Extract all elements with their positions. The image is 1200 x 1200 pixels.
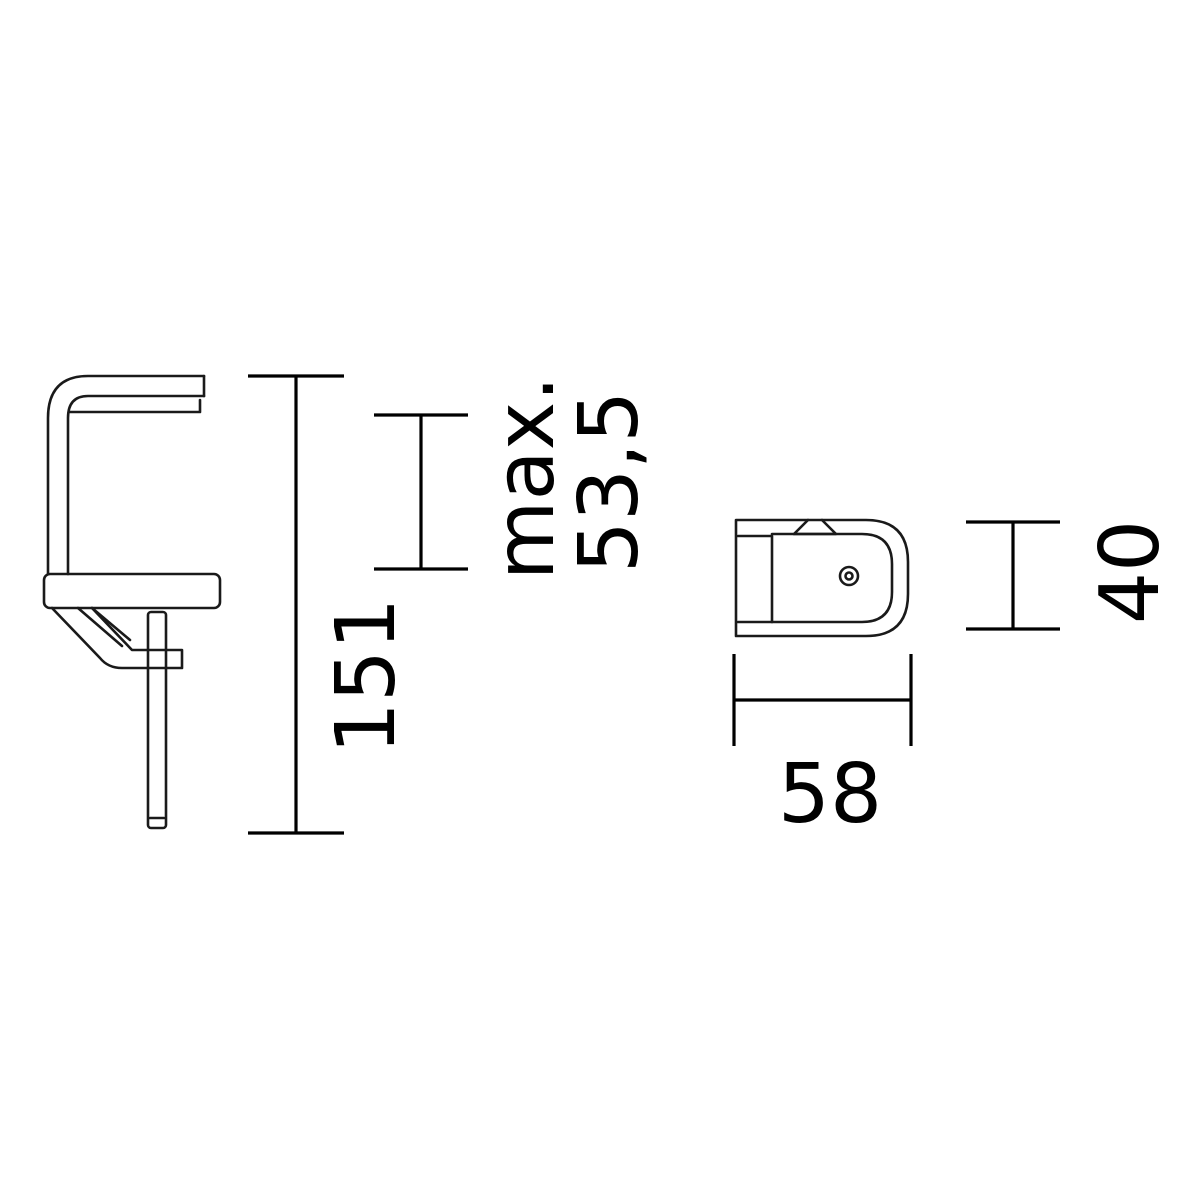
dimension-top-depth: 40 xyxy=(966,520,1178,631)
dim-58-label: 58 xyxy=(778,747,882,842)
top-view-notch xyxy=(792,518,838,536)
clamp-groove xyxy=(68,398,202,414)
clamp-lower-jaw xyxy=(42,572,222,610)
clamp-upper-arm-inner xyxy=(66,394,206,576)
top-view-screw-center xyxy=(844,571,854,581)
top-view-slot xyxy=(736,534,774,624)
top-view-screw xyxy=(838,565,860,587)
clamp-spindle xyxy=(146,610,168,830)
dimension-height-total: 151 xyxy=(248,374,414,835)
clamp-brace-inner-2 xyxy=(90,606,132,642)
dim-53-value: 53,5 xyxy=(562,391,657,574)
clamp-top-view xyxy=(734,518,910,638)
dim-53-prefix: max. xyxy=(478,376,573,581)
dimension-top-width: 58 xyxy=(732,654,913,842)
clamp-side-view xyxy=(42,374,222,830)
top-view-inner xyxy=(770,532,894,624)
clamp-brace-inner xyxy=(76,606,124,648)
clamp-upper-arm xyxy=(46,374,206,576)
dimension-clamp-opening: max. 53,5 xyxy=(374,376,657,581)
clamp-brace xyxy=(50,606,184,670)
top-view-outer xyxy=(734,518,910,638)
dim-151-label: 151 xyxy=(319,598,414,755)
dim-40-label: 40 xyxy=(1083,520,1178,624)
